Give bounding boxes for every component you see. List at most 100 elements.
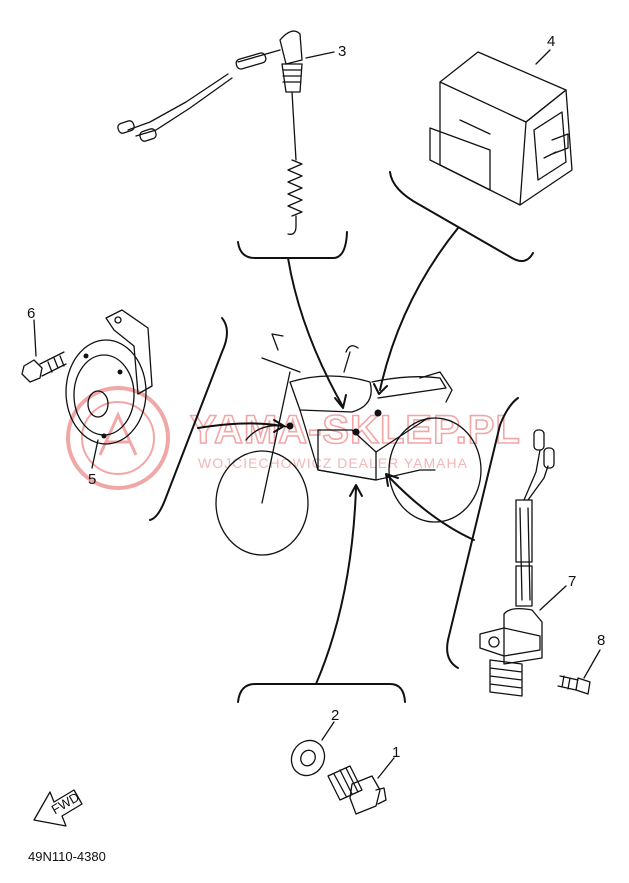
part-5-bracket [105,309,153,395]
watermark: YAMA-SKLEP.PL WOJCIECHOWICZ DEALER YAMAH… [66,386,521,490]
part-4-socket [533,111,567,181]
part-2-inner [300,749,316,767]
bracket-left [149,317,228,521]
leader-lines [197,227,475,685]
part-1-neutral-switch: 1 [327,744,400,815]
part-2-washer: 2 [290,707,339,777]
bracket-bottom [237,683,406,703]
part-3-lead-sleeve [235,52,267,70]
watermark-subtext: WOJCIECHOWICZ DEALER YAMAHA [198,455,468,471]
part-7-flange [479,627,541,657]
part-8-callout-line [583,649,601,679]
part-5-bracket-hole [114,316,122,324]
part-3-plunger [291,91,297,161]
arrow-7 [385,473,399,487]
fwd-arrow: FWD [33,789,83,827]
part-4-top [439,51,567,123]
motorcycle-outline [215,333,482,556]
part-5-rivet-c [101,433,107,439]
callout-5: 5 [88,471,96,488]
part-2-callout-line [321,721,335,741]
part-code: 49N110-4380 [28,849,106,864]
part-6-callout-line [33,319,37,357]
part-7-callout-line [539,585,567,611]
fwd-arrow-icon [33,789,83,827]
part-6-shank [39,351,67,377]
part-7-terminal-b [543,447,555,469]
callout-6: 6 [27,305,35,322]
part-7-terminal-a [533,429,545,451]
mount-point-switch [352,428,360,436]
bracket-top [237,231,348,259]
part-8-head [575,677,591,695]
part-4-bracket [429,119,491,191]
part-7-lead-a [523,449,541,501]
part-5-callout-line [91,439,99,469]
arrow-4 [373,383,388,395]
part-3-brake-switch: 3 [117,30,346,235]
part-3-cable-b [135,77,233,137]
part-3-terminal-a [117,120,135,134]
engine [317,429,377,481]
part-3-callout-line [305,51,335,59]
part-6-bolt: 6 [21,305,67,383]
part-3-spring [287,159,303,217]
arrow-3 [334,394,347,409]
part-3-lead [237,49,281,63]
part-7-cable [519,507,531,601]
part-7-switch: 7 [479,429,576,697]
part-3-thread [281,63,303,93]
part-7-thread [489,659,523,697]
watermark-logo-inner [81,401,155,475]
part-8-screw: 8 [557,632,605,695]
part-6-head [21,359,43,383]
callout-1: 1 [392,744,400,761]
mirror [343,345,359,373]
mount-point-horn [286,422,294,430]
part-4-relay: 4 [429,33,573,206]
part-4-callout-line [535,49,551,65]
part-7-sleeve-lower [515,565,533,607]
seat [371,376,447,399]
fuel-tank [289,375,372,413]
part-1-thread [327,765,363,801]
part-3-hook [287,215,297,235]
part-3-body [279,30,303,65]
callout-2: 2 [331,707,339,724]
part-7-lead-b [527,465,549,501]
handlebar [261,333,301,373]
part-5-body [65,339,147,445]
group-brackets [149,171,534,703]
part-8-shank [557,675,579,691]
part-7-flange-hole [488,636,500,648]
part-5-rivet-b [117,369,123,375]
leader-1 [315,487,357,685]
watermark-logo-ring [66,386,170,490]
leader-4 [379,227,459,391]
bracket-right [446,397,519,669]
callout-7: 7 [568,573,576,590]
arrow-1 [349,484,363,497]
part-2-outer [290,739,326,777]
mount-point-relay [374,409,382,417]
part-5-horn: 5 [65,309,153,488]
part-5-rivet-a [83,353,89,359]
rear-wheel [388,417,482,523]
leader-7 [387,475,475,541]
exhaust [375,417,429,453]
callout-4: 4 [547,33,555,50]
front-wheel [215,450,309,556]
tail [419,371,453,403]
part-1-terminal [375,787,387,805]
part-3-terminal-b [139,128,157,142]
callout-3: 3 [338,43,346,60]
part-7-body [503,608,543,665]
leader-5 [197,422,283,429]
bracket-relay [389,171,534,263]
part-5-center [87,390,109,418]
front-fork [261,371,291,504]
leader-3 [287,257,343,406]
part-1-callout-line [377,757,395,779]
part-4-right-face [519,89,573,206]
